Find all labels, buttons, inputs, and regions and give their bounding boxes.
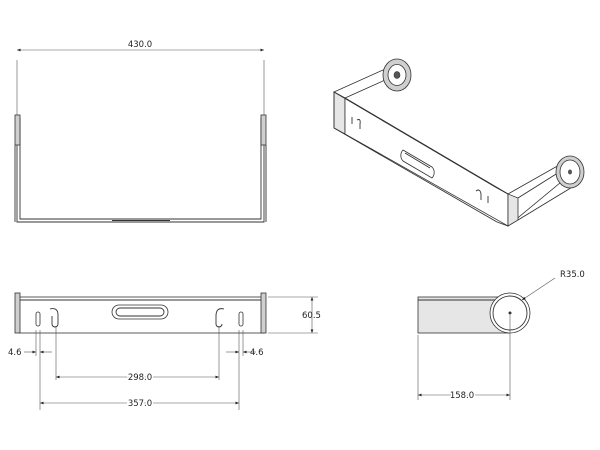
height-label: 60.5 [302, 311, 321, 321]
bracket-slot [400, 149, 435, 179]
top-view: 430.0 [14, 40, 267, 223]
radius-leader [521, 277, 556, 301]
outer-span-label: 357.0 [128, 399, 152, 409]
front-slot [111, 304, 169, 320]
right-offset-label: 4.6 [250, 348, 264, 358]
inner-span-label: 298.0 [128, 373, 152, 383]
left-offset-label: 4.6 [8, 348, 22, 358]
front-view: 60.5 4.6 4.6 298.0 357.0 [8, 292, 321, 411]
bracket-top-outline [16, 118, 265, 223]
bracket-web-face [344, 97, 509, 227]
side-view: R35.0 158.0 [417, 270, 585, 403]
radius-label: R35.0 [560, 270, 585, 280]
depth-label: 158.0 [450, 391, 474, 401]
isometric-view [333, 58, 585, 227]
top-width-label: 430.0 [128, 40, 152, 50]
